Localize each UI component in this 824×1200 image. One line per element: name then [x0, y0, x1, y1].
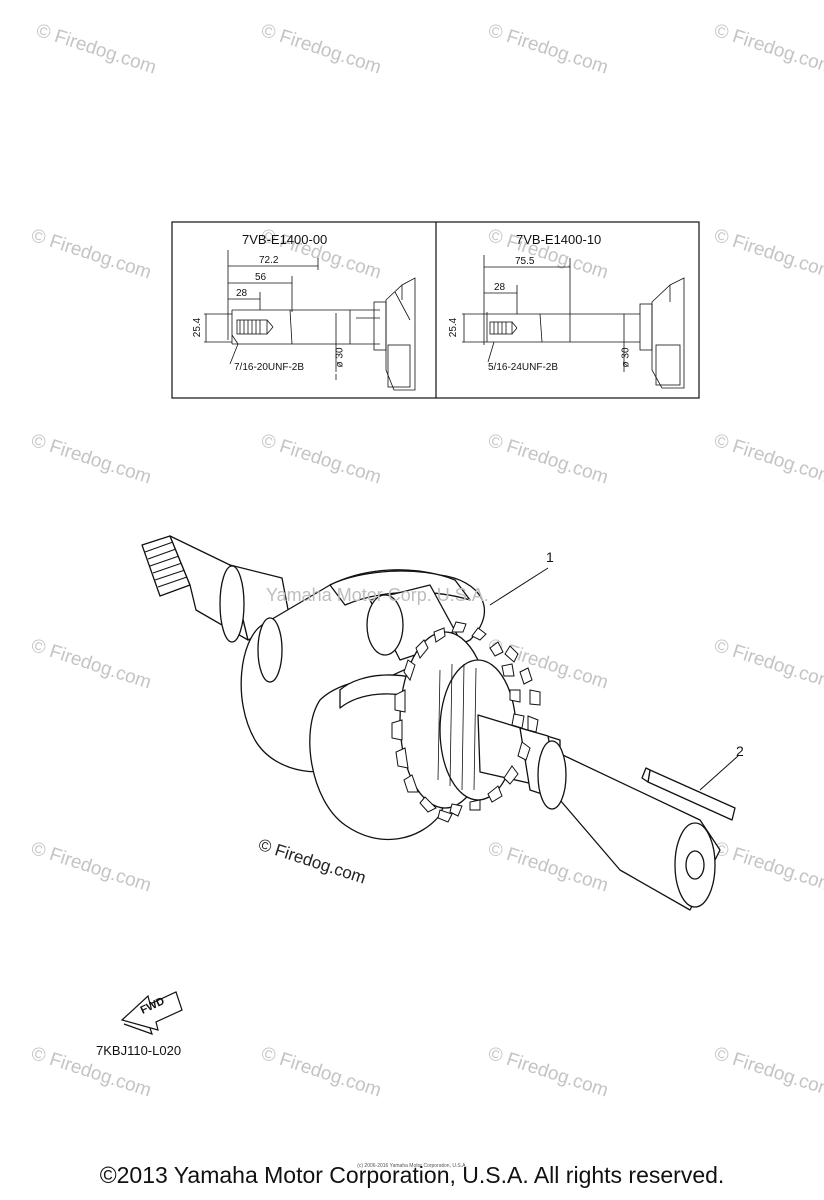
callout-1: 1 — [546, 549, 554, 565]
dim-length-mid: 56 — [255, 272, 267, 283]
copyright-footer: ©2013 Yamaha Motor Corporation, U.S.A. A… — [99, 1162, 725, 1188]
variant-box-drawing — [171, 221, 700, 399]
thread-spec-left: 7/16-20UNF-2B — [234, 362, 305, 373]
dim-length-thread: 28 — [494, 282, 506, 293]
figure-code: 7KBJ110-L020 — [96, 1043, 182, 1058]
part-number-right: 7VB-E1400-10 — [516, 232, 602, 247]
dim-length-thread: 28 — [236, 288, 248, 299]
shaft-drawing-right — [462, 255, 685, 389]
thread-spec-right: 5/16-24UNF-2B — [488, 362, 559, 373]
shaft-drawing-left — [204, 250, 416, 391]
part-number-left: 7VB-E1400-00 — [242, 232, 328, 247]
dim-length-total: 75.5 — [515, 256, 535, 267]
callout-2: 2 — [736, 743, 744, 759]
yamaha-watermark: Yamaha Motor Corp. U.S.A. — [266, 585, 489, 605]
fwd-arrow-icon — [120, 991, 183, 1035]
dim-length-total: 72.2 — [259, 255, 279, 266]
tiny-print: (c) 2006-2016 Yamaha Motor Corporation, … — [357, 1163, 467, 1169]
